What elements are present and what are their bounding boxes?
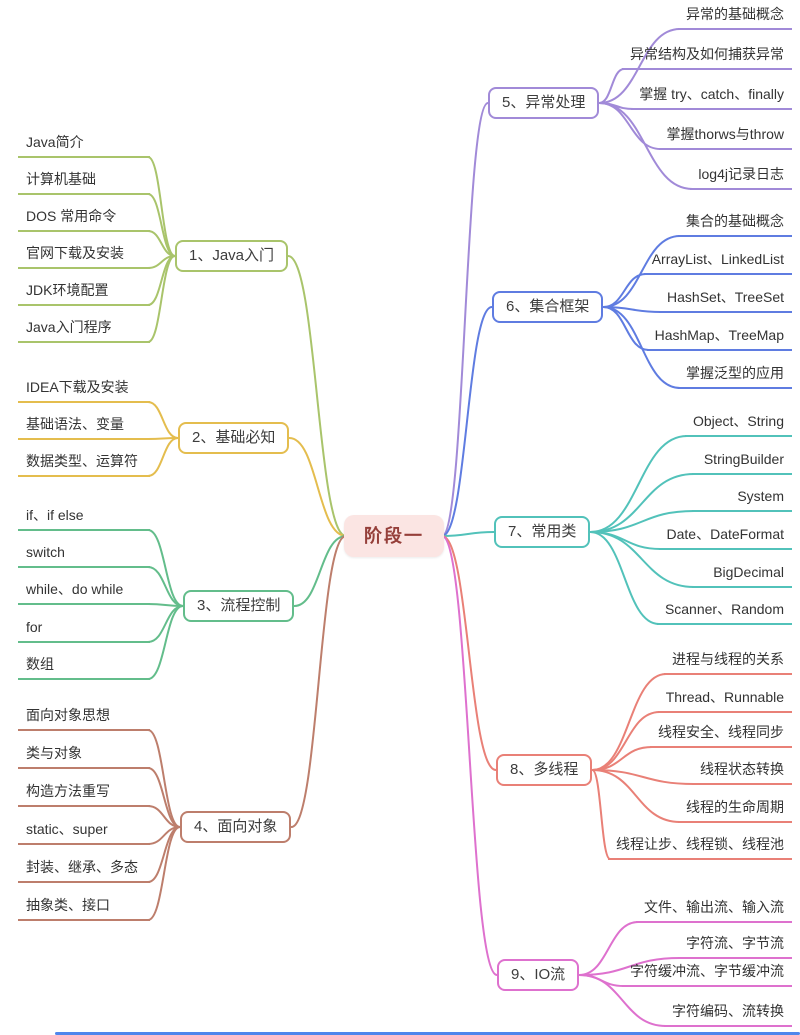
leaf-node[interactable]: 封装、继承、多态	[18, 857, 150, 883]
root-node[interactable]: 阶段一	[344, 515, 444, 557]
leaf-node[interactable]: Java入门程序	[18, 317, 150, 343]
leaf-node[interactable]: 字符缓冲流、字节缓冲流	[622, 961, 792, 987]
branch-node-multithreading[interactable]: 8、多线程	[496, 754, 593, 786]
leaf-node[interactable]: 数据类型、运算符	[18, 451, 150, 477]
leaf-node[interactable]: 线程让步、线程锁、线程池	[608, 834, 792, 860]
leaf-node[interactable]: ArrayList、LinkedList	[643, 249, 792, 275]
leaf-node[interactable]: 线程的生命周期	[678, 797, 792, 823]
branch-node-io-streams[interactable]: 9、IO流	[497, 959, 580, 991]
leaf-node[interactable]: 文件、输出流、输入流	[636, 897, 792, 923]
leaf-node[interactable]: 数组	[18, 654, 150, 680]
leaf-node[interactable]: HashMap、TreeMap	[646, 325, 792, 351]
leaf-node[interactable]: DOS 常用命令	[18, 206, 150, 232]
leaf-node[interactable]: 掌握 try、catch、finally	[631, 84, 792, 110]
branch-node-exceptions[interactable]: 5、异常处理	[488, 87, 600, 119]
leaf-node[interactable]: StringBuilder	[692, 449, 792, 475]
leaf-node[interactable]: log4j记录日志	[690, 164, 792, 190]
leaf-node[interactable]: 异常的基础概念	[678, 4, 792, 30]
leaf-node[interactable]: 字符编码、流转换	[664, 1001, 792, 1027]
leaf-node[interactable]: 掌握thorws与throw	[658, 124, 792, 150]
leaf-node[interactable]: 集合的基础概念	[678, 211, 792, 237]
leaf-node[interactable]: if、if else	[18, 505, 150, 531]
leaf-node[interactable]: 线程状态转换	[692, 759, 792, 785]
branch-node-basics[interactable]: 2、基础必知	[178, 422, 290, 454]
branch-node-common-classes[interactable]: 7、常用类	[494, 516, 591, 548]
branch-node-collections[interactable]: 6、集合框架	[492, 291, 604, 323]
leaf-node[interactable]: 线程安全、线程同步	[650, 722, 792, 748]
leaf-node[interactable]: 类与对象	[18, 743, 150, 769]
leaf-node[interactable]: IDEA下载及安装	[18, 377, 150, 403]
leaf-node[interactable]: static、super	[18, 819, 150, 845]
branch-node-oop[interactable]: 4、面向对象	[180, 811, 292, 843]
leaf-node[interactable]: 异常结构及如何捕获异常	[622, 44, 792, 70]
leaf-node[interactable]: 基础语法、变量	[18, 414, 150, 440]
leaf-node[interactable]: 官网下载及安装	[18, 243, 150, 269]
leaf-node[interactable]: JDK环境配置	[18, 280, 150, 306]
leaf-node[interactable]: 计算机基础	[18, 169, 150, 195]
leaf-node[interactable]: Object、String	[684, 411, 792, 437]
leaf-node[interactable]: for	[18, 617, 150, 643]
leaf-node[interactable]: 抽象类、接口	[18, 895, 150, 921]
branch-node-flow-control[interactable]: 3、流程控制	[183, 590, 295, 622]
branch-node-java-intro[interactable]: 1、Java入门	[175, 240, 289, 272]
leaf-node[interactable]: while、do while	[18, 579, 150, 605]
leaf-node[interactable]: Scanner、Random	[656, 599, 792, 625]
bottom-divider	[55, 1032, 800, 1035]
leaf-node[interactable]: Thread、Runnable	[657, 687, 792, 713]
leaf-node[interactable]: switch	[18, 542, 150, 568]
leaf-node[interactable]: 面向对象思想	[18, 705, 150, 731]
leaf-node[interactable]: Date、DateFormat	[658, 524, 792, 550]
leaf-node[interactable]: 掌握泛型的应用	[678, 363, 792, 389]
leaf-node[interactable]: 构造方法重写	[18, 781, 150, 807]
leaf-node[interactable]: System	[692, 486, 792, 512]
leaf-node[interactable]: Java简介	[18, 132, 150, 158]
leaf-node[interactable]: HashSet、TreeSet	[659, 287, 792, 313]
leaf-node[interactable]: BigDecimal	[692, 562, 792, 588]
leaf-node[interactable]: 进程与线程的关系	[664, 649, 792, 675]
leaf-node[interactable]: 字符流、字节流	[678, 933, 792, 959]
